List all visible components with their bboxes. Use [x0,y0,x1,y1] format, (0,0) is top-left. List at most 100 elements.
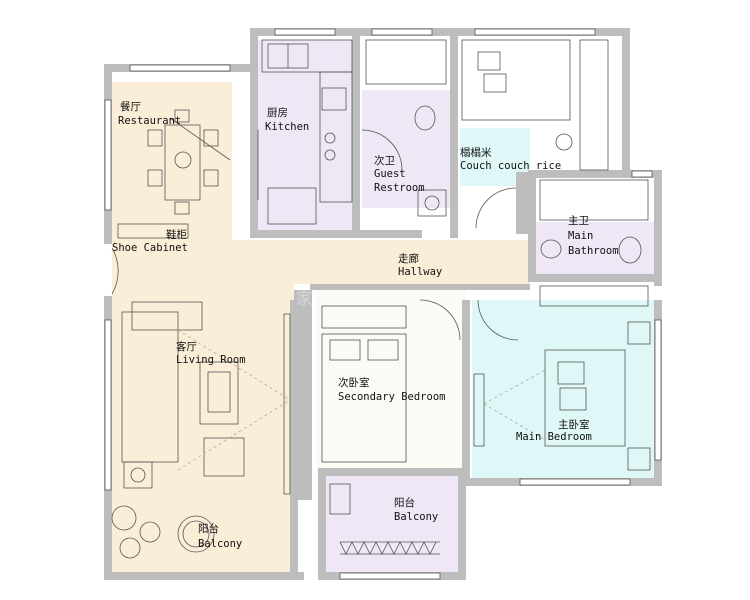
room-labels: 餐厅 Restaurant 厨房 Kitchen 次卫 Guest Restro… [112,100,619,550]
dining-chair-6 [174,201,190,215]
balcony-cabinet [329,483,351,515]
secondary-bed [321,333,407,463]
restroom-fixtures [361,39,447,217]
window-left-lower [104,319,112,491]
living-fixtures [111,247,291,495]
main-wardrobe [539,285,649,307]
sofa-cushion-top [131,301,203,331]
guest-restroom-label-en1: Guest [374,168,406,180]
watermark-text: 家 [296,289,312,308]
living-room-label-en: Living Room [176,354,246,366]
window-mainbed-right [654,319,662,461]
wall-secbed-bottom [318,468,466,476]
side-table [203,437,245,477]
secondary-bedroom-label-zh: 次卧室 [338,376,370,389]
dining-chair-4 [203,169,219,187]
balcony-left-area [112,500,294,572]
plant-3 [119,537,141,559]
tatami-pillow-2 [483,73,507,93]
window-tatami-top [474,28,596,36]
living-diagonal-2 [177,399,291,471]
main-bedroom-label-en: Main Bedroom [516,431,592,443]
guest-restroom-label-zh: 次卫 [374,154,395,167]
balcony-left-label-en: Balcony [198,538,242,550]
bathroom-toilet [618,236,642,264]
wall-balcony-left-bottom [104,572,304,580]
bathroom-shower [539,179,649,221]
restaurant-label-zh: 餐厅 [120,100,141,113]
restroom-door-swing [361,129,403,171]
main-bathroom-label-en2: Bathroom [568,245,619,257]
tatami-door-swing [475,187,517,229]
shoe-cabinet-unit [117,223,189,239]
wall-tatami-right [622,28,630,178]
stove-burner-1 [324,132,336,144]
main-bathroom-label-en1: Main [568,230,593,242]
kitchen-label-zh: 厨房 [267,106,288,119]
balcony-right-label-en: Balcony [394,511,438,523]
dining-table [164,124,201,201]
guest-restroom-area [362,90,454,208]
balcony-right-area [326,476,460,574]
tatami-label-zh: 榻榻米 [460,146,492,159]
tatami-wardrobe [579,39,609,171]
secondary-bedroom-area [316,290,466,468]
kitchen-fixtures [257,39,353,225]
balcony-round-table [177,515,215,553]
restaurant-label-en: Restaurant [118,115,181,127]
main-bathroom-label-zh: 主卫 [568,215,589,227]
wall-secbed-left [294,290,312,500]
kitchen-counter-top [261,39,353,73]
watermark: 家 [296,289,312,308]
kitchen-counter-right [319,71,353,203]
main-pillow-2 [559,387,587,411]
dining-chair-3 [203,129,219,147]
secondary-pillow-1 [329,339,361,361]
balcony-right-label-zh: 阳台 [394,496,415,509]
stove-burner-2 [324,149,336,161]
window-bath-top [631,170,653,178]
living-room-area [112,284,294,500]
wall-bath-bottom [528,274,662,282]
plant-2 [139,521,161,543]
restroom-toilet [414,105,436,131]
windows [104,28,662,580]
tatami-pillow-1 [477,51,501,71]
tatami-fixtures [461,39,609,229]
secondary-bedroom-label-en: Secondary Bedroom [338,391,445,403]
living-room-label-zh: 客厅 [176,340,197,353]
dining-centerpiece [174,151,192,169]
balcony-rail-zigzag [339,541,437,555]
balcony-round-table-inner [182,520,210,548]
hallway-label-zh: 走廊 [398,252,419,265]
entry-door-swing [111,247,119,295]
wall-balcony-right-left [318,476,326,580]
hallway-area [112,240,530,284]
tv-cabinet [283,313,291,495]
tatami-label-en: Couch couch rice [460,160,561,172]
balcony-left-fixtures [111,505,215,559]
restroom-basin [417,189,447,217]
room-fills [112,40,656,574]
secondary-wardrobe [321,305,407,329]
main-door-swing [477,299,519,341]
bathroom-basin [540,239,562,259]
main-bed [544,349,626,447]
wall-tatami-inner [528,170,536,280]
main-bedroom-label-zh: 主卧室 [558,418,590,431]
wall-kitchen-left [250,28,258,238]
window-balcony-bottom [339,572,441,580]
dining-chair-1 [147,129,163,147]
secondary-pillow-2 [367,339,399,361]
wall-living-right [290,300,298,580]
window-left-upper [104,99,112,211]
restaurant-area [112,82,232,242]
wall-kitchen-right [352,28,360,238]
dining-chair-2 [147,169,163,187]
living-speaker-cone [130,467,146,483]
wall-bath-right [654,170,662,286]
main-bathroom-area [536,222,654,274]
balcony-left-label-zh: 阳台 [198,522,219,535]
restaurant-door [169,117,231,161]
shower-area [365,39,447,85]
